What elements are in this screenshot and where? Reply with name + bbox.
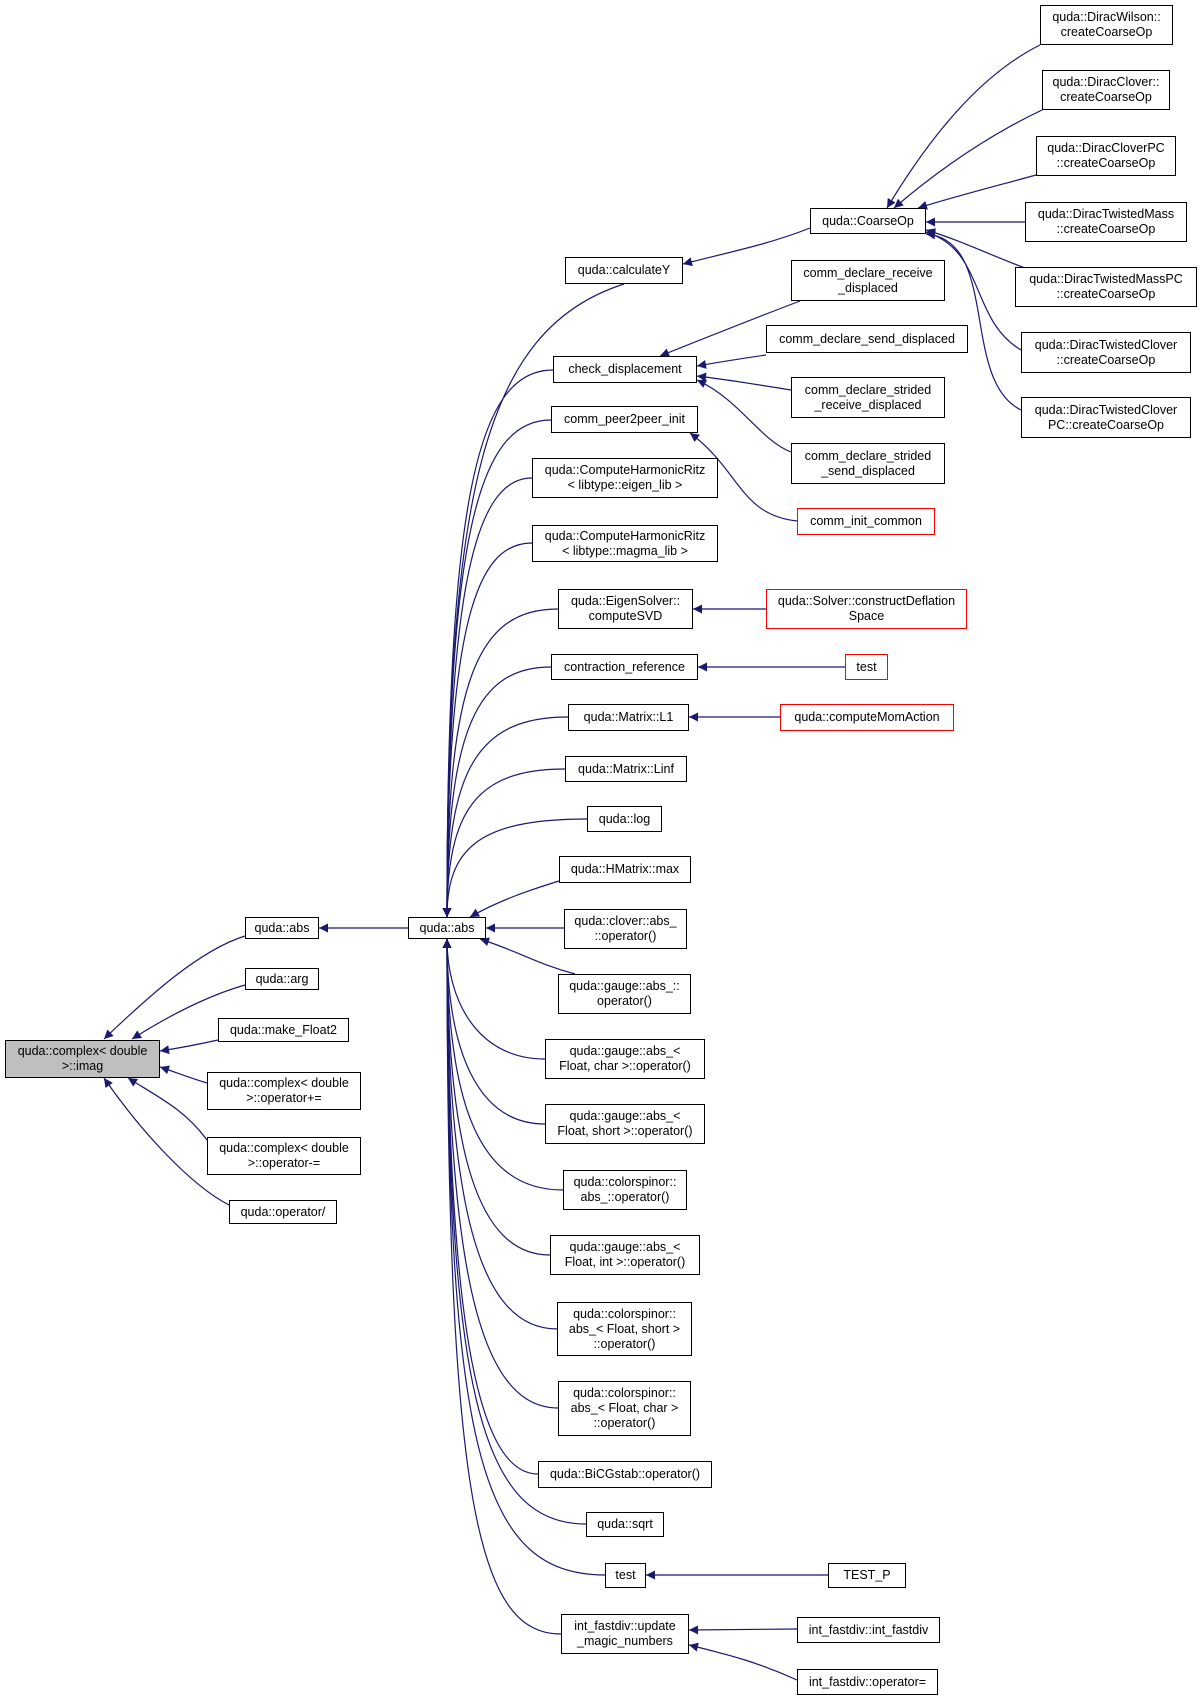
edge-coarseop-dtcpc	[925, 230, 1022, 411]
edge-imag-arg	[131, 984, 246, 1040]
node-comm-peer2peer-init[interactable]: comm_peer2peer_init	[551, 406, 698, 433]
node-contraction-reference[interactable]: contraction_reference	[551, 654, 698, 680]
node-matrix-l1[interactable]: quda::Matrix::L1	[568, 704, 689, 731]
node-fastdiv-update-magic-numbers[interactable]: int_fastdiv::update _magic_numbers	[561, 1614, 689, 1654]
edge-abs2-bicgstab	[442, 938, 539, 1475]
node-test-truncated[interactable]: test	[845, 654, 888, 680]
edge-coarseop-dcpc	[917, 174, 1037, 210]
edge-fastdiv-update-ctor	[688, 1625, 798, 1635]
node-harmonic-ritz-magma[interactable]: quda::ComputeHarmonicRitz < libtype::mag…	[532, 525, 718, 562]
edge-abs2-cs-abs	[442, 938, 564, 1191]
node-operator-div[interactable]: quda::operator/	[229, 1200, 337, 1224]
edge-calculatey-coarseop	[682, 227, 811, 267]
edge-comm-p2p-comm-init	[689, 432, 798, 522]
node-eigensolver-compute-svd[interactable]: quda::EigenSolver:: computeSVD	[558, 589, 693, 629]
edge-abs2-cs-abs-char	[442, 938, 559, 1409]
node-comm-declare-send-displaced[interactable]: comm_declare_send_displaced	[766, 325, 968, 353]
edge-coarseop-dw	[886, 44, 1041, 209]
node-fastdiv-int-fastdiv[interactable]: int_fastdiv::int_fastdiv	[797, 1617, 940, 1643]
node-dirac-wilson-create-coarse-op[interactable]: quda::DiracWilson:: createCoarseOp	[1040, 5, 1173, 45]
edge-fastdiv-update-assign	[688, 1642, 798, 1681]
node-complex-imag: quda::complex< double >::imag	[5, 1040, 160, 1078]
node-dirac-twisted-mass-create-coarse-op[interactable]: quda::DiracTwistedMass ::createCoarseOp	[1025, 202, 1187, 242]
node-check-displacement[interactable]: check_displacement	[553, 356, 697, 383]
node-operator-minus-eq[interactable]: quda::complex< double >::operator-=	[207, 1137, 361, 1175]
edge-imag-op-plus-eq	[159, 1065, 208, 1084]
node-make-float2[interactable]: quda::make_Float2	[218, 1018, 349, 1042]
node-fastdiv-operator-assign[interactable]: int_fastdiv::operator=	[797, 1669, 938, 1695]
node-gauge-abs-char-operator[interactable]: quda::gauge::abs_< Float, char >::operat…	[545, 1039, 705, 1079]
edge-abs2-fastdiv-update	[442, 938, 562, 1635]
edge-check-disp-cd-send	[696, 354, 767, 369]
node-comm-declare-strided-receive-displaced[interactable]: comm_declare_strided _receive_displaced	[791, 377, 945, 418]
edge-abs2-gauge-abs	[479, 937, 576, 975]
edge-abs2-log	[442, 818, 588, 918]
edge-check-disp-cd-str-send	[696, 379, 792, 453]
edge-abs2-gauge-abs-short	[442, 938, 546, 1125]
edge-abs2-hmatrix-max	[469, 880, 560, 918]
edge-coarseop-dtc	[925, 230, 1022, 351]
node-clover-abs-operator[interactable]: quda::clover::abs_ ::operator()	[564, 909, 687, 949]
edge-imag-make-float2	[159, 1039, 219, 1055]
edge-imag-abs1	[103, 935, 246, 1040]
node-log[interactable]: quda::log	[587, 806, 662, 832]
node-test[interactable]: test	[605, 1563, 646, 1588]
edge-check-disp-cd-str-recv	[696, 372, 792, 391]
node-comm-init-common[interactable]: comm_init_common	[797, 508, 935, 535]
edge-abs2-matrix-l1	[442, 716, 569, 918]
node-dirac-twisted-clover-pc-create-coarse-op[interactable]: quda::DiracTwistedClover PC::createCoars…	[1021, 397, 1191, 438]
edge-abs2-gauge-abs-int	[442, 938, 551, 1256]
node-gauge-abs-operator[interactable]: quda::gauge::abs_:: operator()	[558, 974, 691, 1014]
node-solver-construct-deflation-space[interactable]: quda::Solver::constructDeflation Space	[766, 589, 967, 629]
node-bicgstab-operator[interactable]: quda::BiCGstab::operator()	[538, 1461, 712, 1488]
node-dirac-twisted-mass-pc-create-coarse-op[interactable]: quda::DiracTwistedMassPC ::createCoarseO…	[1015, 267, 1197, 307]
node-comm-declare-strided-send-displaced[interactable]: comm_declare_strided _send_displaced	[791, 443, 945, 484]
edge-abs2-matrix-linf	[442, 768, 566, 918]
edge-abs2-harm-magma	[442, 542, 533, 918]
node-dirac-clover-create-coarse-op[interactable]: quda::DiracClover:: createCoarseOp	[1042, 70, 1170, 110]
node-sqrt[interactable]: quda::sqrt	[586, 1512, 664, 1537]
node-hmatrix-max[interactable]: quda::HMatrix::max	[559, 856, 691, 883]
node-gauge-abs-int-operator[interactable]: quda::gauge::abs_< Float, int >::operato…	[550, 1235, 700, 1275]
node-test-p[interactable]: TEST_P	[828, 1563, 906, 1588]
node-operator-plus-eq[interactable]: quda::complex< double >::operator+=	[207, 1072, 361, 1110]
edge-coarseop-dtmpc	[925, 228, 1026, 269]
node-colorspinor-abs-short-operator[interactable]: quda::colorspinor:: abs_< Float, short >…	[557, 1302, 692, 1356]
node-abs-level2[interactable]: quda::abs	[408, 917, 486, 939]
node-dirac-clover-pc-create-coarse-op[interactable]: quda::DiracCloverPC ::createCoarseOp	[1036, 136, 1176, 176]
node-dirac-twisted-clover-create-coarse-op[interactable]: quda::DiracTwistedClover ::createCoarseO…	[1021, 332, 1191, 373]
node-harmonic-ritz-eigen[interactable]: quda::ComputeHarmonicRitz < libtype::eig…	[532, 458, 718, 498]
edge-abs2-contraction	[442, 666, 552, 918]
node-compute-mom-action[interactable]: quda::computeMomAction	[780, 704, 954, 731]
edge-check-disp-cd-recv	[659, 300, 801, 357]
node-gauge-abs-short-operator[interactable]: quda::gauge::abs_< Float, short >::opera…	[545, 1104, 705, 1144]
node-arg[interactable]: quda::arg	[245, 968, 319, 990]
edge-abs2-cs-abs-short	[442, 938, 558, 1330]
node-coarse-op[interactable]: quda::CoarseOp	[810, 208, 926, 234]
node-colorspinor-abs-char-operator[interactable]: quda::colorspinor:: abs_< Float, char > …	[558, 1381, 691, 1436]
node-abs-level1[interactable]: quda::abs	[245, 917, 319, 939]
node-calculate-y[interactable]: quda::calculateY	[565, 257, 683, 284]
node-comm-declare-receive-displaced[interactable]: comm_declare_receive _displaced	[791, 260, 945, 301]
edge-abs2-gauge-abs-char	[442, 938, 546, 1060]
edge-imag-op-div	[103, 1077, 230, 1206]
edge-abs2-eig-svd	[442, 608, 559, 918]
node-matrix-linf[interactable]: quda::Matrix::Linf	[565, 756, 687, 782]
edge-abs2-sqrt	[442, 938, 587, 1525]
edge-coarseop-dc	[893, 109, 1043, 209]
node-colorspinor-abs-operator[interactable]: quda::colorspinor:: abs_::operator()	[563, 1170, 687, 1210]
edge-abs2-harm-eigen	[442, 477, 533, 918]
edge-imag-op-minus-eq	[127, 1077, 208, 1141]
